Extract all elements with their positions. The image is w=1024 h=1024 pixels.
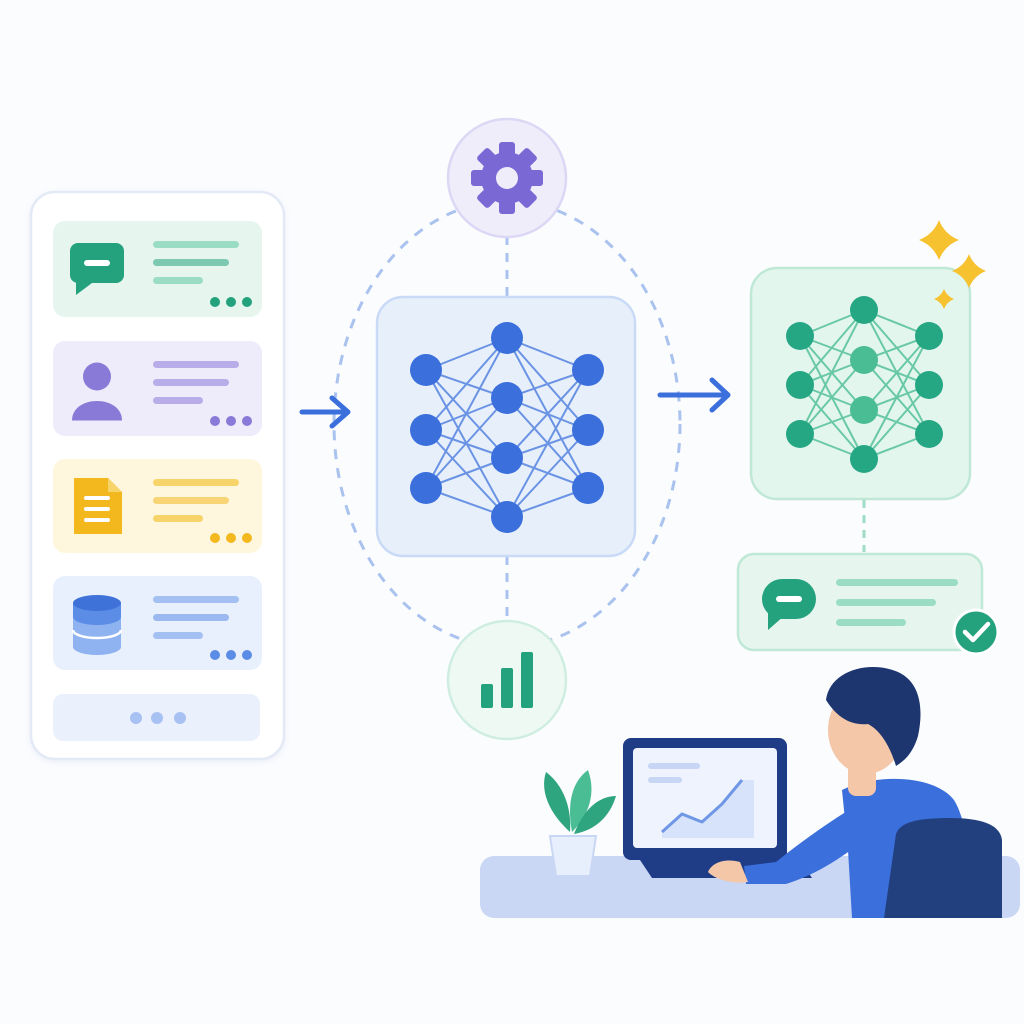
plant-icon bbox=[544, 770, 616, 877]
network-node bbox=[410, 354, 442, 386]
document-icon bbox=[74, 478, 122, 534]
network-node bbox=[491, 322, 523, 354]
network-node bbox=[786, 371, 814, 399]
text-line bbox=[836, 599, 936, 606]
gear-node bbox=[446, 117, 568, 239]
network-node bbox=[850, 296, 878, 324]
network-node bbox=[491, 501, 523, 533]
analytics-node bbox=[446, 619, 568, 741]
data-source-card bbox=[53, 576, 262, 670]
laptop-icon bbox=[623, 738, 812, 878]
check-icon bbox=[952, 608, 1000, 656]
network-node bbox=[572, 472, 604, 504]
text-line bbox=[836, 619, 906, 626]
text-line bbox=[153, 515, 203, 522]
chair bbox=[884, 818, 1002, 918]
text-line bbox=[153, 596, 239, 603]
text-line bbox=[836, 579, 958, 586]
input-arrow bbox=[299, 395, 351, 429]
bar-chart-icon bbox=[481, 652, 533, 708]
desk-scene bbox=[480, 667, 1020, 918]
chat-bubble-icon bbox=[762, 579, 816, 630]
network-node bbox=[786, 420, 814, 448]
data-source-card bbox=[53, 221, 262, 317]
network-node bbox=[572, 354, 604, 386]
text-line bbox=[153, 632, 203, 639]
data-source-card bbox=[53, 459, 262, 553]
trained-model-panel bbox=[749, 266, 972, 501]
text-line bbox=[153, 277, 203, 284]
more-sources-button bbox=[53, 694, 260, 741]
network-node bbox=[915, 420, 943, 448]
network-node bbox=[786, 322, 814, 350]
chat-bubble-icon bbox=[70, 243, 124, 295]
network-node bbox=[491, 442, 523, 474]
sparkle-icon bbox=[919, 220, 986, 309]
gear-icon bbox=[471, 142, 543, 214]
text-line bbox=[153, 361, 239, 368]
network-node bbox=[491, 382, 523, 414]
data-source-card bbox=[53, 341, 262, 436]
line-chart-icon bbox=[660, 779, 754, 838]
network-node bbox=[410, 414, 442, 446]
text-line bbox=[153, 479, 239, 486]
text-line bbox=[153, 614, 229, 621]
user-icon bbox=[72, 362, 122, 421]
text-line bbox=[153, 241, 239, 248]
network-node bbox=[915, 371, 943, 399]
output-card bbox=[736, 552, 1000, 656]
text-line bbox=[153, 259, 229, 266]
data-sources-panel bbox=[29, 190, 286, 761]
output-arrow bbox=[657, 377, 731, 413]
network-node bbox=[410, 472, 442, 504]
database-icon bbox=[71, 595, 123, 655]
more-icon bbox=[130, 712, 186, 724]
network-node bbox=[850, 396, 878, 424]
network-node bbox=[915, 322, 943, 350]
model-panel bbox=[375, 295, 637, 558]
text-line bbox=[153, 497, 229, 504]
trained-network-icon bbox=[786, 296, 943, 473]
neural-network-icon bbox=[410, 322, 604, 533]
network-node bbox=[850, 346, 878, 374]
text-line bbox=[153, 397, 203, 404]
network-node bbox=[572, 414, 604, 446]
text-line bbox=[153, 379, 229, 386]
network-node bbox=[850, 445, 878, 473]
